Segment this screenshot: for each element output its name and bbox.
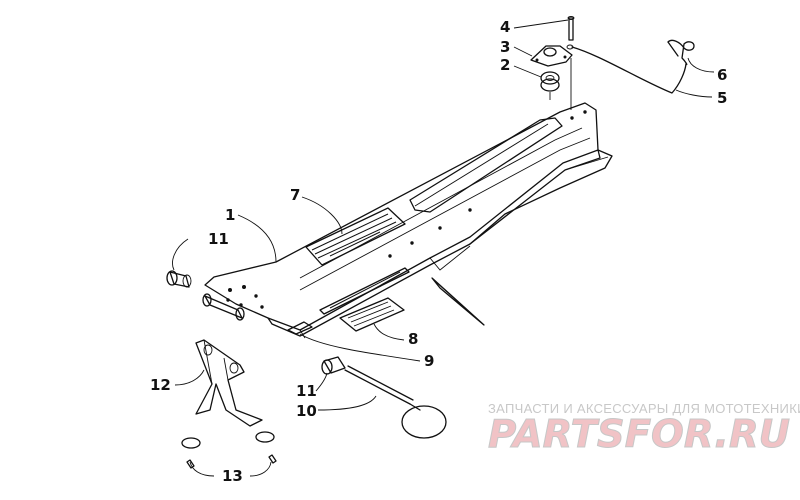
bushing-11-left bbox=[166, 270, 192, 288]
decal-label-7 bbox=[305, 207, 406, 266]
callout-1: 1 bbox=[225, 206, 235, 224]
watermark-tagline: ЗАПЧАСТИ И АКСЕССУАРЫ ДЛЯ МОТОТЕХНИКИ bbox=[488, 401, 800, 416]
seat-base-tray bbox=[204, 102, 613, 339]
rear-brace bbox=[431, 277, 485, 326]
bracket-12 bbox=[195, 339, 263, 427]
callout-13: 13 bbox=[222, 467, 243, 485]
callout-12: 12 bbox=[150, 376, 171, 394]
spring-clip-6 bbox=[667, 39, 695, 66]
callout-9: 9 bbox=[424, 352, 434, 370]
prop-rod-10 bbox=[344, 365, 447, 439]
leader-lines bbox=[172, 19, 715, 477]
pin-4 bbox=[567, 16, 575, 41]
hinge-tube bbox=[202, 293, 245, 321]
callout-10: 10 bbox=[296, 402, 317, 420]
lanyard-cable-5 bbox=[566, 44, 687, 94]
callout-3: 3 bbox=[500, 38, 510, 56]
callout-numbers: 1 2 3 4 5 6 7 8 9 10 11 11 12 13 bbox=[150, 18, 727, 485]
callout-8: 8 bbox=[408, 330, 418, 348]
watermark-logo-text: PARTSFOR.RU bbox=[488, 412, 790, 456]
callout-5: 5 bbox=[717, 89, 727, 107]
callout-2: 2 bbox=[500, 56, 510, 74]
callout-11-left: 11 bbox=[208, 230, 229, 248]
washer-pins-13 bbox=[181, 431, 277, 469]
watermark-logo: PARTSFOR.RU bbox=[488, 412, 791, 457]
callout-11-lower: 11 bbox=[296, 382, 317, 400]
callout-4: 4 bbox=[500, 18, 510, 36]
mounting-holes bbox=[226, 110, 587, 309]
bushing-11-lower bbox=[321, 356, 346, 375]
latch-plate-3 bbox=[530, 45, 573, 67]
decal-strip-9 bbox=[287, 267, 410, 335]
callout-6: 6 bbox=[717, 66, 727, 84]
decal-label-8 bbox=[339, 297, 405, 332]
grommet-2 bbox=[540, 71, 560, 92]
callout-7: 7 bbox=[290, 186, 300, 204]
